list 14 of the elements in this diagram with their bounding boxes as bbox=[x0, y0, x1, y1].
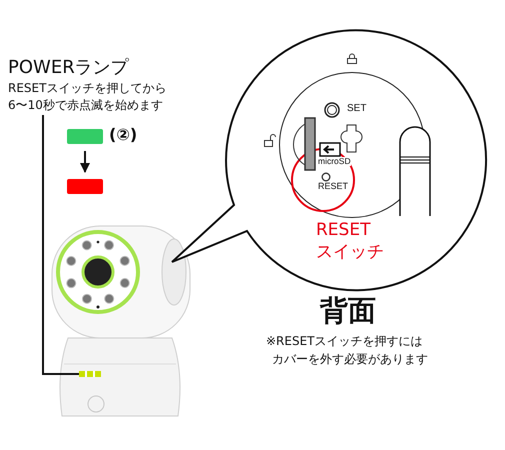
port-label: microSD bbox=[318, 157, 351, 166]
heading-text: POWERランプ bbox=[8, 56, 129, 80]
note-text: ※RESETスイッチを押すにはカバーを外す必要があります bbox=[266, 333, 429, 368]
leader-line bbox=[42, 115, 79, 375]
indicator-bar bbox=[67, 129, 103, 144]
view-title: 背面 bbox=[320, 293, 376, 329]
port-label: RESET bbox=[318, 182, 348, 192]
port-label: SET bbox=[347, 103, 366, 114]
indicator-bar bbox=[67, 179, 103, 194]
symbol-label: (②) bbox=[109, 125, 138, 144]
arrow bbox=[80, 151, 90, 173]
description-text: RESETスイッチを押してから6〜10秒で赤点滅を始めます bbox=[8, 80, 168, 114]
power-lamp bbox=[79, 371, 101, 377]
callout-text: RESET スイッチ bbox=[316, 219, 385, 263]
